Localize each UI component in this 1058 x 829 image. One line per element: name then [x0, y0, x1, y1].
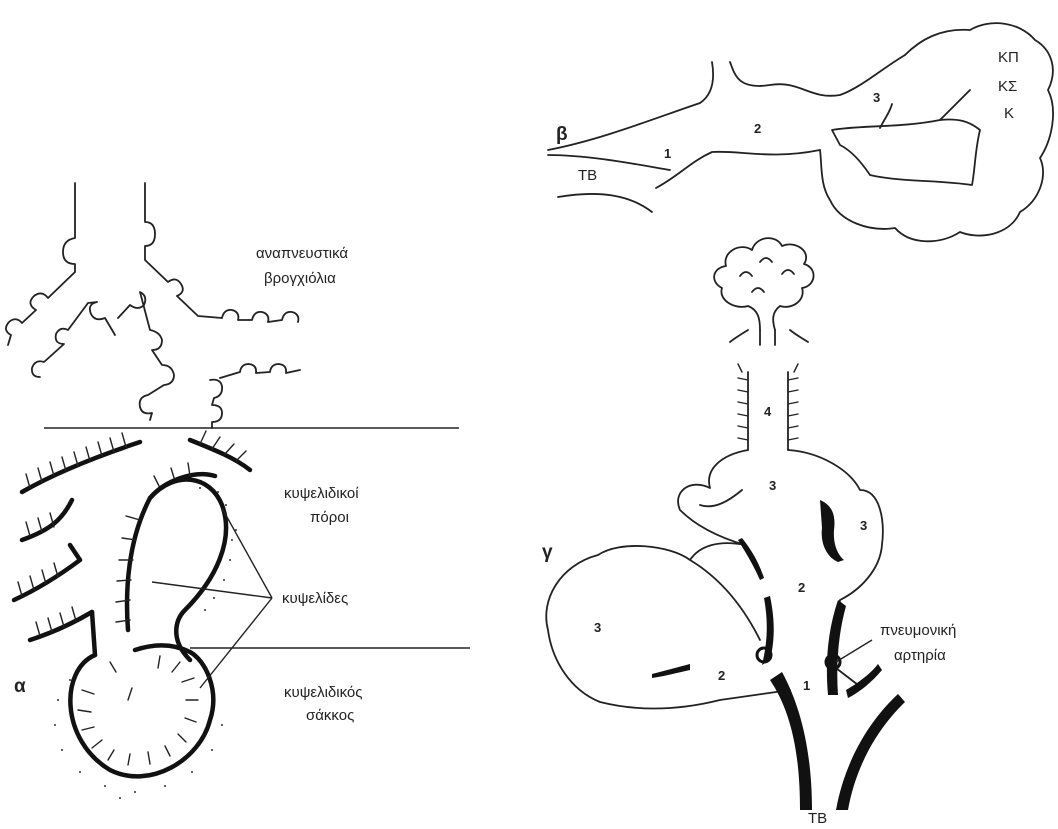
panel-beta-letter: β — [556, 124, 568, 145]
panel-alpha: α αναπνευστικά βρογχιόλια κυψελιδικοί πό… — [6, 183, 470, 799]
label-alveolar-sac-2: σάκκος — [306, 707, 354, 724]
gamma-label-1: 1 — [803, 678, 810, 693]
label-respiratory-bronchioles-1: αναπνευστικά — [256, 245, 348, 262]
alveolus-right — [150, 480, 226, 660]
label-alveolar-sac-1: κυψελιδικός — [284, 684, 363, 701]
beta-label-3: 3 — [873, 90, 880, 105]
alveoli-leaders — [152, 508, 272, 688]
panel-gamma: γ TB 1 2 2 3 3 3 4 πνευμονική αρτηρία — [542, 238, 956, 827]
gamma-label-4: 4 — [764, 404, 772, 419]
beta-label-tb: TB — [578, 167, 597, 184]
label-alveolar-ducts-1: κυψελιδικοί — [284, 485, 359, 502]
panel-alpha-letter: α — [14, 676, 26, 697]
alveolar-duct-top-right — [190, 440, 250, 470]
panel-gamma-letter: γ — [542, 542, 553, 563]
alveolar-duct-top — [22, 442, 140, 492]
beta-label-2: 2 — [754, 121, 761, 136]
gamma-label-artery-2: αρτηρία — [894, 647, 946, 664]
beta-label-k: Κ — [1004, 105, 1014, 122]
duct-hairs — [18, 431, 246, 636]
gamma-artery-leader — [836, 640, 872, 662]
gamma-stem-left — [730, 330, 760, 345]
beta-inner-branch-1 — [880, 104, 892, 128]
gamma-label-3c: 3 — [594, 620, 601, 635]
gamma-vessel-top — [820, 500, 844, 562]
label-respiratory-bronchioles-2: βρογχιόλια — [264, 270, 336, 287]
respiratory-bronchiole-center — [118, 292, 174, 420]
respiratory-bronchiole-lower-left — [32, 302, 115, 377]
gamma-top-sac — [714, 238, 813, 330]
alveolar-duct-left-mid — [14, 545, 80, 600]
gamma-stem-right — [775, 330, 808, 345]
gamma-label-2b: 2 — [718, 668, 725, 683]
beta-airway-upper — [548, 55, 905, 150]
gamma-label-artery-1: πνευμονική — [880, 622, 956, 639]
beta-trachea-top — [548, 155, 670, 170]
beta-inner-loop — [832, 119, 980, 185]
respiratory-bronchiole-left — [6, 183, 75, 345]
gamma-vessel-bottom-right — [836, 694, 905, 810]
alveolar-duct-center — [92, 474, 215, 655]
gamma-top-sac-lobes — [740, 258, 794, 292]
alveolar-sac — [70, 645, 213, 776]
gamma-label-tb: TB — [808, 810, 827, 827]
beta-label-kp: ΚΠ — [998, 49, 1019, 66]
gamma-label-3a: 3 — [769, 478, 776, 493]
alveolar-sac-hairs — [78, 656, 198, 765]
gamma-vessel-small-left — [652, 664, 690, 678]
gamma-duct-4-hairs — [738, 364, 798, 440]
gamma-label-2a: 2 — [798, 580, 805, 595]
label-alveolar-ducts-2: πόροι — [310, 509, 349, 526]
gamma-vessel-left-small — [738, 538, 764, 580]
gamma-vessel-right — [827, 600, 846, 695]
beta-label-ks: ΚΣ — [998, 78, 1017, 95]
respiratory-bronchiole-right-lower — [210, 364, 300, 428]
beta-label-1: 1 — [664, 146, 671, 161]
label-alveoli: κυψελίδες — [282, 590, 348, 607]
gamma-inner-curve — [700, 490, 742, 506]
gamma-label-3b: 3 — [860, 518, 867, 533]
beta-inner-branch-2 — [940, 90, 970, 120]
panel-beta: β TB 1 2 3 ΚΠ ΚΣ Κ — [548, 23, 1053, 241]
